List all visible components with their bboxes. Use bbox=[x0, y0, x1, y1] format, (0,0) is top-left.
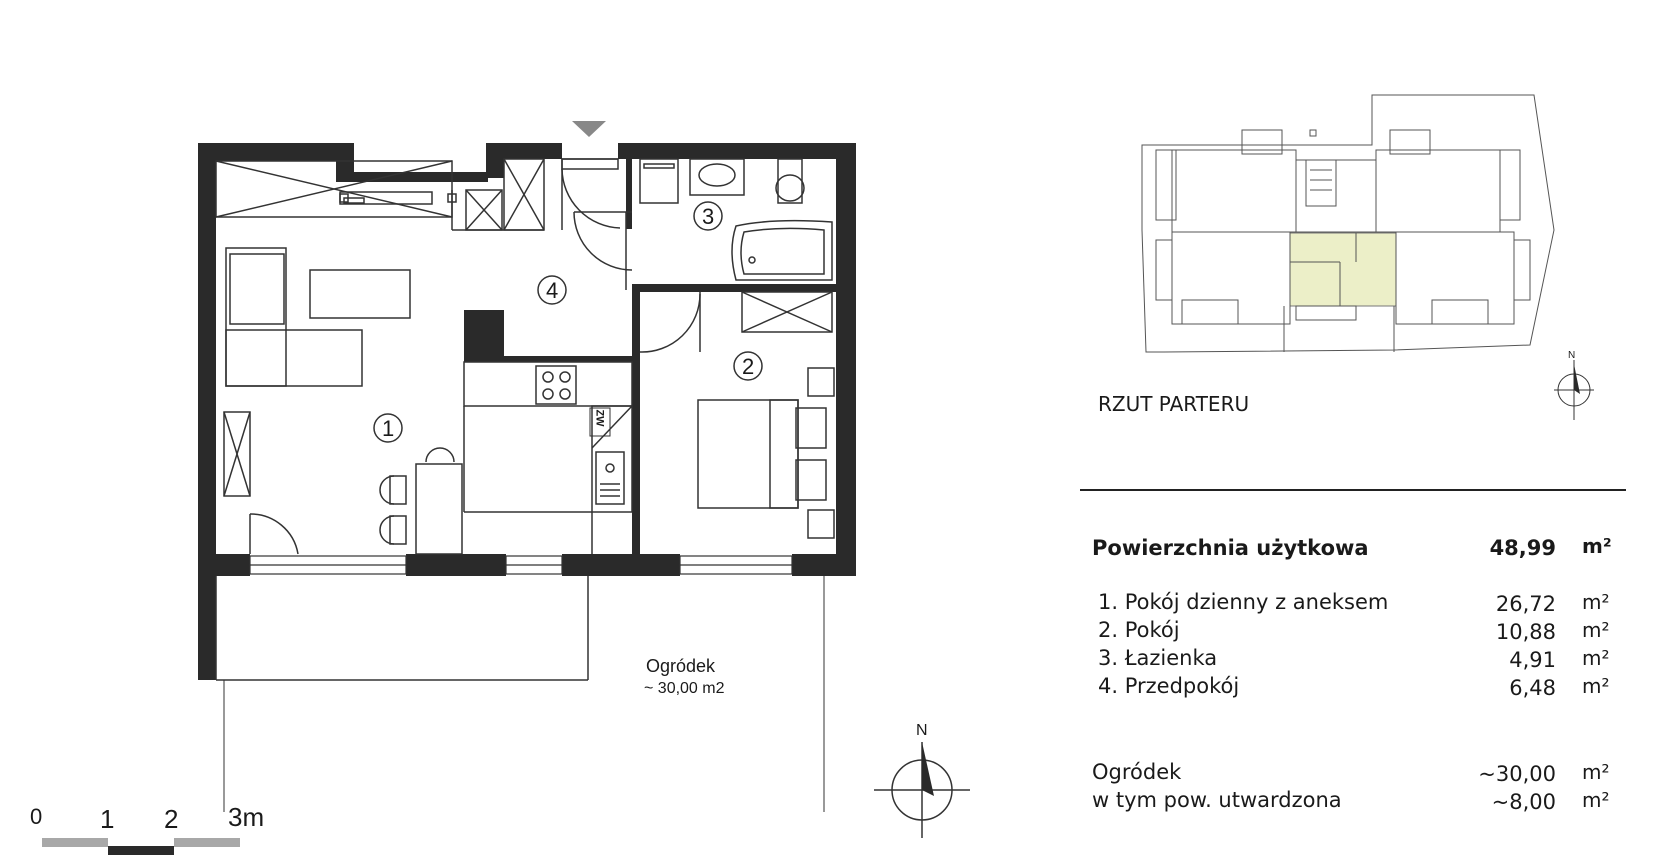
room-2-unit: m² bbox=[1582, 618, 1610, 642]
scale-label-1: 1 bbox=[100, 804, 115, 834]
room-4-unit: m² bbox=[1582, 674, 1610, 698]
exterior-walls bbox=[198, 143, 856, 680]
entrance-arrow-icon bbox=[572, 121, 606, 137]
room-4-number: 4 bbox=[546, 278, 559, 303]
wc-label: ZW bbox=[593, 409, 606, 427]
interior-walls bbox=[464, 159, 852, 554]
garden-area-unit: m² bbox=[1582, 760, 1610, 784]
room-2-marker bbox=[733, 351, 763, 381]
room-2-label: 2. Pokój bbox=[1098, 618, 1180, 642]
wc-box bbox=[589, 407, 611, 437]
paved-area-value: ~8,00 bbox=[1491, 790, 1556, 814]
total-area-label: Powierzchnia użytkowa bbox=[1092, 536, 1369, 560]
scale-label-0: 0 bbox=[30, 804, 43, 829]
keyplan-north-label: N bbox=[1568, 350, 1576, 361]
room-3-unit: m² bbox=[1582, 646, 1610, 670]
room-3-label: 3. Łazienka bbox=[1098, 646, 1218, 670]
paved-area-label: w tym pow. utwardzona bbox=[1092, 788, 1342, 812]
room-3-value: 4,91 bbox=[1509, 648, 1556, 672]
room-2-value: 10,88 bbox=[1495, 620, 1556, 644]
divider-line bbox=[1080, 489, 1626, 491]
room-1-unit: m² bbox=[1582, 590, 1610, 614]
garden-label: Ogródek bbox=[646, 656, 716, 676]
room-1-marker bbox=[373, 413, 403, 443]
windows bbox=[249, 555, 793, 575]
room-4-value: 6,48 bbox=[1509, 676, 1556, 700]
room-1-number: 1 bbox=[382, 416, 395, 441]
total-area-value: 48,99 bbox=[1489, 536, 1556, 560]
scale-label-2: 2 bbox=[164, 804, 179, 834]
room-1-value: 26,72 bbox=[1495, 592, 1556, 616]
paved-area-unit: m² bbox=[1582, 788, 1610, 812]
scale-label-3m: 3m bbox=[228, 802, 265, 832]
key-plan-highlight bbox=[1289, 232, 1397, 307]
garden-area-title: Ogródek bbox=[1092, 760, 1182, 784]
room-2-number: 2 bbox=[742, 354, 755, 379]
room-3-number: 3 bbox=[702, 204, 715, 229]
total-area-unit: m² bbox=[1582, 534, 1612, 558]
room-4-marker bbox=[537, 275, 567, 305]
keyplan-north-arrow-icon bbox=[1554, 360, 1594, 420]
keyplan-title: RZUT PARTERU bbox=[1098, 392, 1250, 416]
room-3-marker bbox=[693, 201, 723, 231]
scale-bar-graphic bbox=[42, 838, 240, 855]
garden-area-label: ~ 30,00 m2 bbox=[644, 680, 725, 697]
room-4-label: 4. Przedpokój bbox=[1098, 674, 1240, 698]
garden-area-value: ~30,00 bbox=[1478, 762, 1556, 786]
north-label: N bbox=[916, 722, 928, 739]
key-plan bbox=[1141, 94, 1555, 353]
north-arrow-icon bbox=[874, 742, 970, 838]
room-1-label: 1. Pokój dzienny z aneksem bbox=[1098, 590, 1389, 614]
